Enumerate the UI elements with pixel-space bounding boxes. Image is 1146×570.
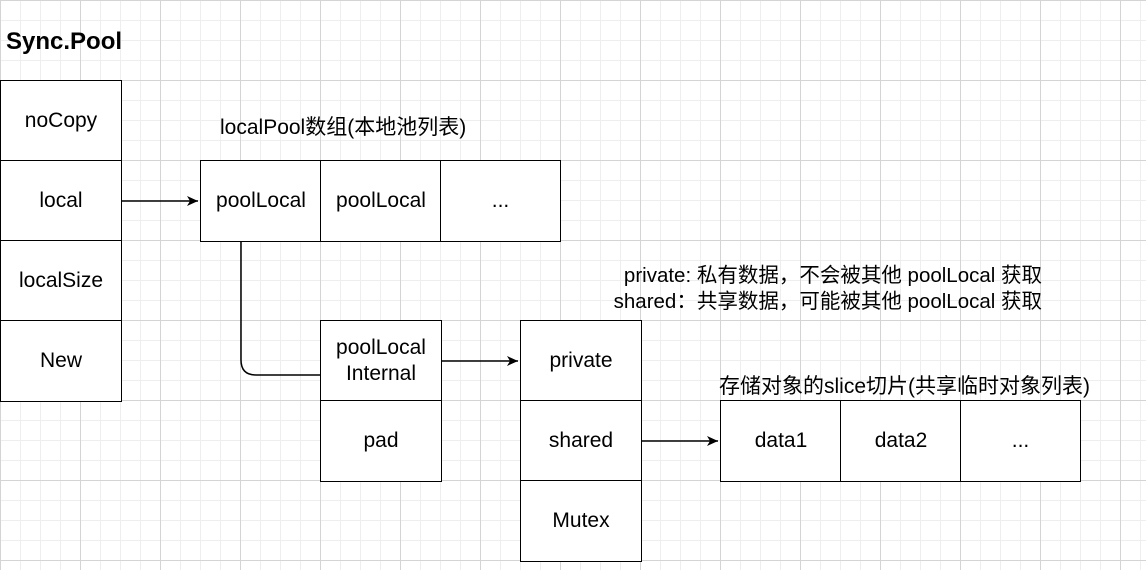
local-pool-caption: localPool数组(本地池列表) [220, 116, 467, 139]
shared-slice-caption: 存储对象的slice切片(共享临时对象列表) [719, 375, 1090, 398]
local-pool-cell-1: poolLocal [200, 160, 322, 242]
local-pool-cell-2: poolLocal [320, 160, 442, 242]
slice-cell-data2: data2 [840, 400, 962, 482]
field-new: New [0, 320, 122, 402]
private-cell: private [520, 320, 642, 402]
line-poollocal-to-internal [240, 242, 320, 376]
shared-note: shared：共享数据，可能被其他 poolLocal 获取 [613, 290, 1042, 314]
slice-cell-data1: data1 [720, 400, 842, 482]
field-local: local [0, 160, 122, 242]
field-localsize: localSize [0, 240, 122, 322]
shared-cell: shared [520, 400, 642, 482]
mutex-cell: Mutex [520, 480, 642, 562]
local-pool-cell-ellipsis: ... [440, 160, 561, 242]
field-notes: private: 私有数据，不会被其他 poolLocal 获取 shared：… [614, 263, 1042, 315]
private-note: private: 私有数据，不会被其他 poolLocal 获取 [623, 264, 1042, 287]
pool-local-internal-cell: poolLocal Internal [320, 320, 442, 402]
field-nocopy: noCopy [0, 80, 122, 162]
diagram-title: Sync.Pool [6, 28, 123, 55]
slice-cell-ellipsis: ... [960, 400, 1081, 482]
pad-cell: pad [320, 400, 442, 482]
